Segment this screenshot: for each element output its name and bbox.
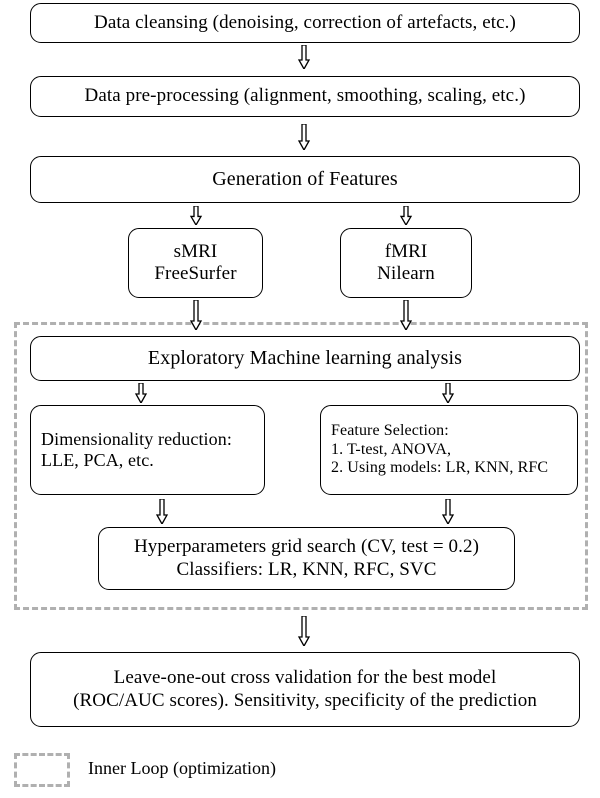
dimensionality-reduction-box: Dimensionality reduction: LLE, PCA, etc. [30,405,265,495]
inner-loop-region [14,322,588,610]
legend-dashed-swatch [14,753,70,787]
hyperparameters-grid-search-box: Hyperparameters grid search (CV, test = … [98,527,515,590]
arrow-cleansing-to-preprocessing [297,45,311,69]
data-preprocessing-box-label: Data pre-processing (alignment, smoothin… [84,85,526,107]
leave-one-out-cross-validation-box-label: Leave-one-out cross validation for the b… [73,667,537,711]
feature-selection-box: Feature Selection: 1. T-test, ANOVA, 2. … [320,405,578,495]
hyperparameters-grid-search-box-label: Hyperparameters grid search (CV, test = … [133,536,480,580]
smri-freesurfer-box: sMRI FreeSurfer [128,228,263,298]
arrow-hyperparameters-to-leave-one-out [297,616,311,646]
generation-of-features-box: Generation of Features [30,156,580,203]
data-preprocessing-box: Data pre-processing (alignment, smoothin… [30,76,580,117]
data-cleansing-box-label: Data cleansing (denoising, correction of… [94,11,516,33]
arrow-feature-selection-to-hyperparameters [441,499,455,524]
smri-freesurfer-box-label: sMRI FreeSurfer [154,240,237,284]
fmri-nilearn-box: fMRI Nilearn [340,228,472,298]
legend-label: Inner Loop (optimization) [88,758,276,778]
arrow-dimensionality-to-hyperparameters [155,499,169,524]
leave-one-out-cross-validation-box: Leave-one-out cross validation for the b… [30,652,580,727]
arrow-exploratory-to-dimensionality [134,383,148,403]
exploratory-machine-learning-box: Exploratory Machine learning analysis [30,336,580,381]
exploratory-machine-learning-box-label: Exploratory Machine learning analysis [147,346,463,369]
data-cleansing-box: Data cleansing (denoising, correction of… [30,3,580,43]
arrow-generation-to-smri [189,206,203,225]
feature-selection-box-label: Feature Selection: 1. T-test, ANOVA, 2. … [331,421,549,477]
arrow-smri-to-exploratory [189,300,203,330]
dimensionality-reduction-box-label: Dimensionality reduction: LLE, PCA, etc. [41,428,232,470]
generation-of-features-box-label: Generation of Features [212,167,398,190]
arrow-preprocessing-to-generation [297,124,311,150]
fmri-nilearn-box-label: fMRI Nilearn [377,240,435,284]
arrow-exploratory-to-feature-selection [441,383,455,403]
arrow-generation-to-fmri [399,206,413,225]
arrow-fmri-to-exploratory [399,300,413,330]
